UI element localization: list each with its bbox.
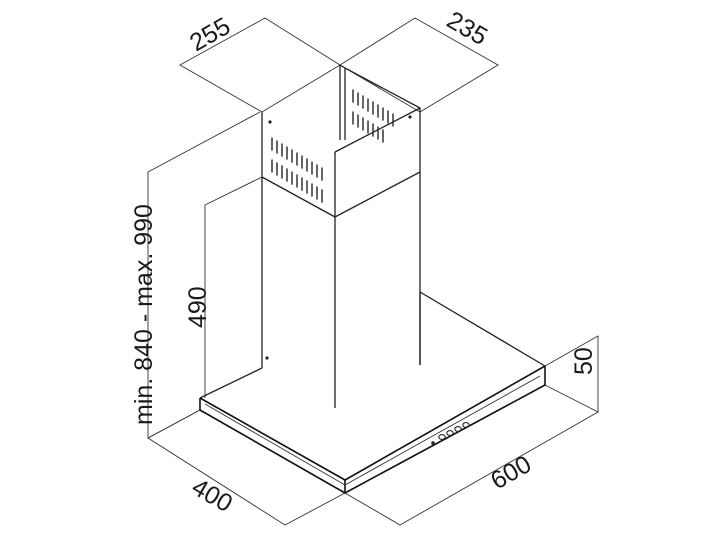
control-panel (431, 422, 470, 445)
control-indicator (431, 441, 435, 445)
canopy-panel-line (204, 403, 346, 486)
upper-chimney (261, 64, 421, 218)
depth-label: 400 (187, 473, 237, 518)
upper-chimney-right-panel (334, 107, 421, 218)
top-depth-label: 235 (442, 6, 492, 51)
right-vent-slots (352, 89, 394, 143)
screw-dot (408, 115, 412, 119)
canopy-top-right-edge (419, 291, 546, 367)
height-dimension-lines (147, 111, 263, 439)
lower-chimney-height-line (204, 176, 263, 398)
width-label: 600 (486, 450, 536, 495)
upper-chimney-left-panel (261, 112, 336, 218)
control-button (462, 422, 470, 428)
canopy-top-front-edge (199, 365, 546, 481)
canopy-height-line (544, 335, 599, 412)
depth-dimension-line (147, 409, 346, 526)
canopy-height-label: 50 (570, 347, 598, 375)
footprint-dimension-lines (147, 335, 599, 526)
canopy-panel-line (344, 375, 541, 486)
screw-dot (268, 120, 272, 124)
control-button (454, 426, 462, 432)
lower-chimney (261, 172, 421, 408)
top-width-label: 255 (185, 12, 235, 57)
width-dimension-line (344, 384, 599, 526)
canopy (199, 291, 546, 494)
lower-chimney-label: 490 (184, 286, 212, 328)
control-button (446, 430, 454, 436)
top-depth-plane (339, 17, 499, 113)
height-range-label: min. 840 - max. 990 (130, 204, 158, 425)
canopy-top-left-edge (199, 367, 263, 399)
left-vent-slots (271, 137, 323, 203)
overall-height-line (147, 111, 261, 439)
screw-dot (265, 356, 269, 360)
upper-chimney-back-edge (339, 64, 421, 109)
control-button (438, 434, 446, 440)
